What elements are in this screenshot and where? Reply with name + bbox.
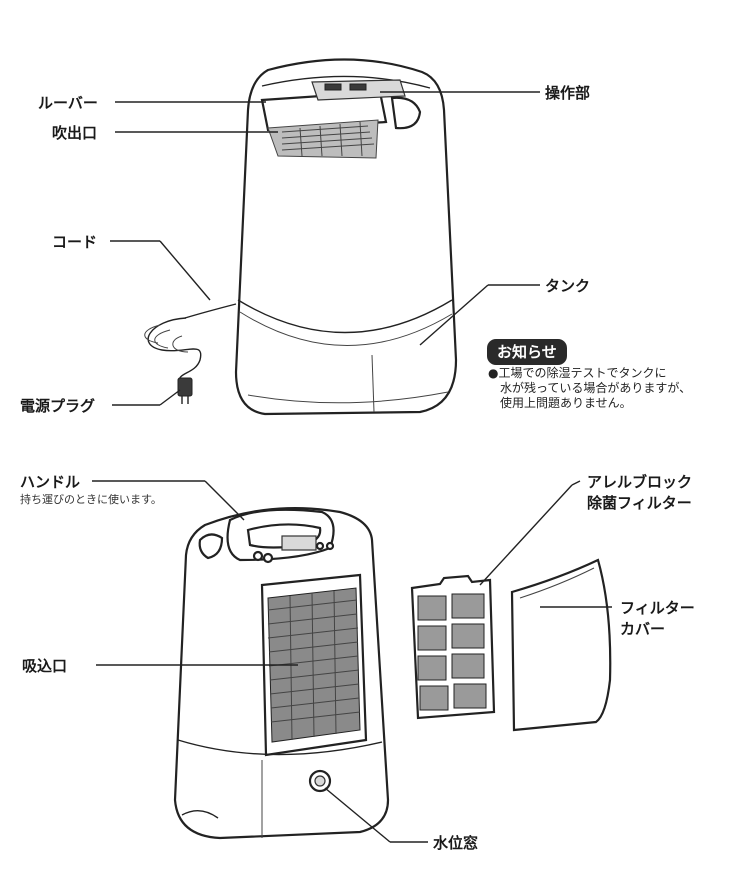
notice-title: お知らせ [487, 339, 567, 365]
label-filter-cover-1: フィルター [620, 599, 695, 617]
leader-lines-bottom [92, 480, 612, 843]
label-handle-note: 持ち運びのときに使います。 [20, 493, 162, 506]
label-outlet: 吹出口 [52, 124, 98, 142]
label-power-plug: 電源プラグ [20, 397, 96, 415]
label-handle: ハンドル [20, 473, 81, 491]
power-plug-icon [177, 377, 193, 404]
intake-grille [267, 587, 361, 743]
notice-line-3: 使用上問題ありません。 [500, 396, 632, 410]
label-louver: ルーバー [38, 94, 98, 112]
label-allergen-filter-1: アレルブロック [587, 473, 693, 491]
leader-lines-top [110, 91, 540, 406]
label-control-panel: 操作部 [545, 84, 591, 102]
label-filter-cover-2: カバー [620, 620, 666, 638]
notice-line-1: ●工場での除湿テストでタンクに [488, 366, 667, 380]
label-intake: 吸込口 [22, 657, 68, 675]
label-water-window: 水位窓 [433, 834, 479, 852]
label-allergen-filter-2: 除菌フィルター [587, 494, 692, 512]
dehumidifier-back-illustration [173, 507, 390, 840]
filter-cover-illustration [510, 558, 612, 732]
label-tank: タンク [545, 277, 591, 295]
notice-line-2: 水が残っている場合がありますが、 [500, 381, 692, 395]
label-cord: コード [52, 233, 98, 251]
dehumidifier-front-illustration [144, 58, 458, 416]
notice-body: ●工場での除湿テストでタンクに 水が残っている場合がありますが、 使用上問題あり… [488, 366, 691, 411]
filter-illustration [410, 574, 496, 720]
